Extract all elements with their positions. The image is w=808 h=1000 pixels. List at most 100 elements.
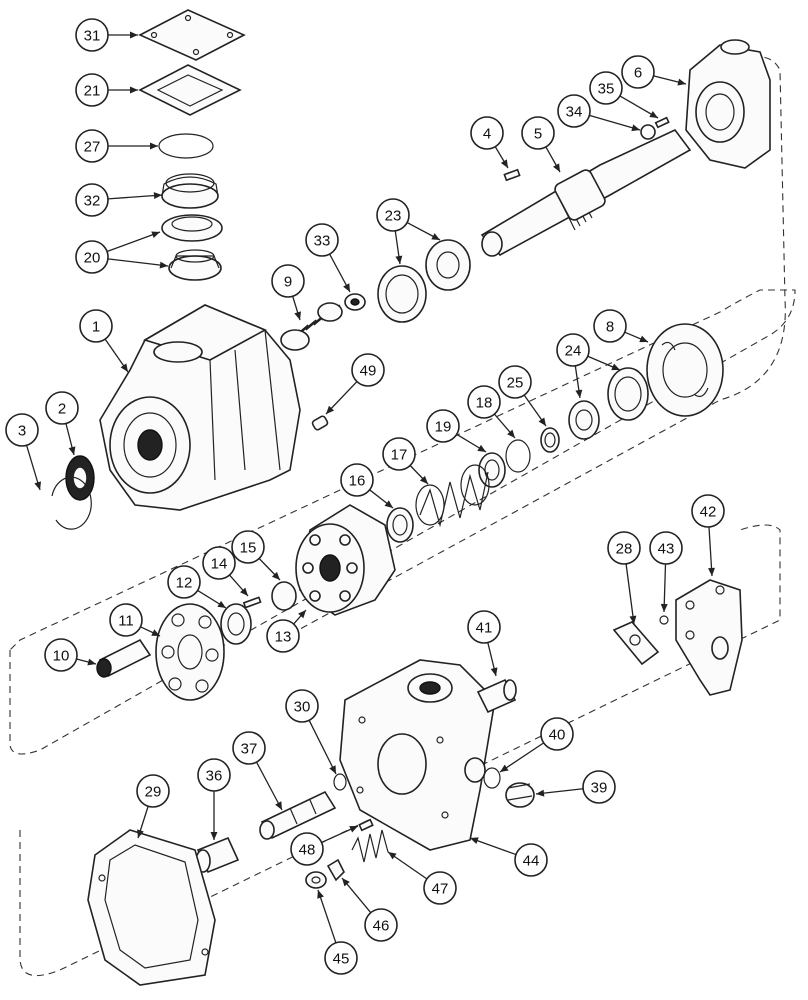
bushing-33 bbox=[344, 293, 366, 311]
callout-6-swashplate: 6 bbox=[621, 55, 655, 89]
arrowhead-1 bbox=[120, 363, 128, 372]
spring-47 bbox=[351, 829, 389, 863]
pump-housing-1 bbox=[99, 304, 301, 511]
callout-number: 15 bbox=[240, 540, 257, 557]
callout-circle bbox=[109, 603, 143, 637]
callout-11-shoe-plate: 11 bbox=[109, 603, 143, 637]
arrowhead-31 bbox=[130, 31, 138, 39]
callout-circle bbox=[607, 531, 641, 565]
callout-number: 24 bbox=[565, 343, 582, 360]
callout-12-retainer: 12 bbox=[167, 565, 201, 599]
retaining-ring-3 bbox=[51, 476, 92, 530]
callout-circle bbox=[5, 413, 39, 447]
callout-circle bbox=[582, 770, 616, 804]
callout-21-gasket: 21 bbox=[75, 73, 109, 107]
callout-49-pin: 49 bbox=[351, 353, 385, 387]
callout-20-bearing-cone: 20 bbox=[75, 240, 109, 274]
arrowhead-39 bbox=[536, 789, 545, 797]
callout-circle bbox=[136, 774, 170, 808]
callout-circle bbox=[351, 353, 385, 387]
arrowhead-3 bbox=[34, 481, 42, 490]
callout-number: 35 bbox=[598, 81, 615, 98]
callout-circle bbox=[202, 546, 236, 580]
ring-25 bbox=[540, 427, 560, 453]
callout-16-washer: 16 bbox=[340, 463, 374, 497]
callout-number: 8 bbox=[606, 319, 614, 336]
arrowhead-30 bbox=[329, 765, 336, 774]
arrowhead-10 bbox=[87, 658, 96, 666]
shaft-5 bbox=[480, 129, 692, 257]
bearing-cup-32 bbox=[161, 173, 219, 209]
gasket-21 bbox=[138, 64, 242, 116]
callout-circle bbox=[75, 240, 109, 274]
callout-number: 39 bbox=[591, 780, 608, 797]
leader-line-20-1 bbox=[106, 231, 161, 253]
plug-36 bbox=[195, 836, 240, 874]
seal-2 bbox=[65, 455, 95, 501]
arrowhead-20-2 bbox=[159, 261, 168, 269]
callout-23-bearing-assembly: 23 bbox=[376, 198, 410, 232]
arrowhead-23-2 bbox=[431, 233, 440, 240]
callout-number: 33 bbox=[314, 233, 331, 250]
callout-number: 3 bbox=[18, 423, 26, 440]
callout-circle bbox=[45, 391, 79, 425]
callout-number: 42 bbox=[700, 504, 717, 521]
callout-9-spring: 9 bbox=[271, 264, 305, 298]
arrowhead-17 bbox=[419, 475, 428, 484]
callout-circle bbox=[426, 409, 460, 443]
compensator-42 bbox=[675, 579, 743, 696]
callout-circle bbox=[44, 638, 78, 672]
callout-number: 48 bbox=[299, 842, 316, 859]
callout-5-shaft: 5 bbox=[521, 116, 555, 150]
callout-number: 47 bbox=[432, 881, 449, 898]
callout-circle bbox=[621, 55, 655, 89]
arrowhead-18 bbox=[507, 429, 515, 438]
callout-circle bbox=[467, 610, 501, 644]
retainer-12 bbox=[220, 603, 252, 645]
arrowhead-43 bbox=[660, 603, 668, 612]
pin-49 bbox=[311, 415, 329, 431]
arrowhead-13 bbox=[298, 610, 306, 619]
arrowhead-23-1 bbox=[395, 255, 403, 264]
callout-circle bbox=[364, 908, 398, 942]
bearing-assembly-23 bbox=[377, 239, 471, 323]
callout-circle bbox=[382, 437, 416, 471]
callout-circle bbox=[470, 116, 504, 150]
callout-number: 36 bbox=[206, 768, 223, 785]
callout-number: 1 bbox=[92, 319, 100, 336]
arrowhead-19 bbox=[477, 444, 486, 452]
arrowhead-36 bbox=[210, 832, 218, 840]
arrowhead-40 bbox=[500, 764, 509, 772]
snap-ring-27 bbox=[158, 133, 214, 159]
callout-number: 23 bbox=[385, 208, 402, 225]
callout-circle bbox=[649, 531, 683, 565]
ring-18 bbox=[505, 439, 531, 473]
callout-3-retaining-ring: 3 bbox=[5, 413, 39, 447]
callout-number: 5 bbox=[534, 126, 542, 143]
callout-circle bbox=[691, 494, 725, 528]
callout-24-bearing-assembly: 24 bbox=[556, 333, 590, 367]
o-ring-40 bbox=[483, 767, 501, 789]
callout-number: 27 bbox=[84, 139, 101, 156]
plate-31 bbox=[138, 9, 246, 61]
callout-circle bbox=[593, 309, 627, 343]
arrowhead-21 bbox=[130, 86, 138, 94]
leader-line-44 bbox=[469, 837, 517, 856]
callout-circle bbox=[423, 871, 457, 905]
callout-circle bbox=[231, 530, 265, 564]
swashplate-6 bbox=[685, 39, 771, 169]
arrowhead-20-1 bbox=[151, 231, 160, 239]
callout-number: 28 bbox=[616, 541, 633, 558]
leader-line-37 bbox=[255, 761, 283, 811]
leader-line-42 bbox=[708, 526, 713, 577]
key-4 bbox=[503, 168, 521, 182]
callout-number: 2 bbox=[58, 401, 66, 418]
callout-number: 46 bbox=[373, 918, 390, 935]
callout-17-spring: 17 bbox=[382, 437, 416, 471]
callout-number: 4 bbox=[483, 126, 491, 143]
arrowhead-29 bbox=[137, 829, 144, 838]
arrowhead-33 bbox=[343, 283, 350, 292]
callout-circle bbox=[266, 619, 300, 653]
callout-circle bbox=[290, 832, 324, 866]
